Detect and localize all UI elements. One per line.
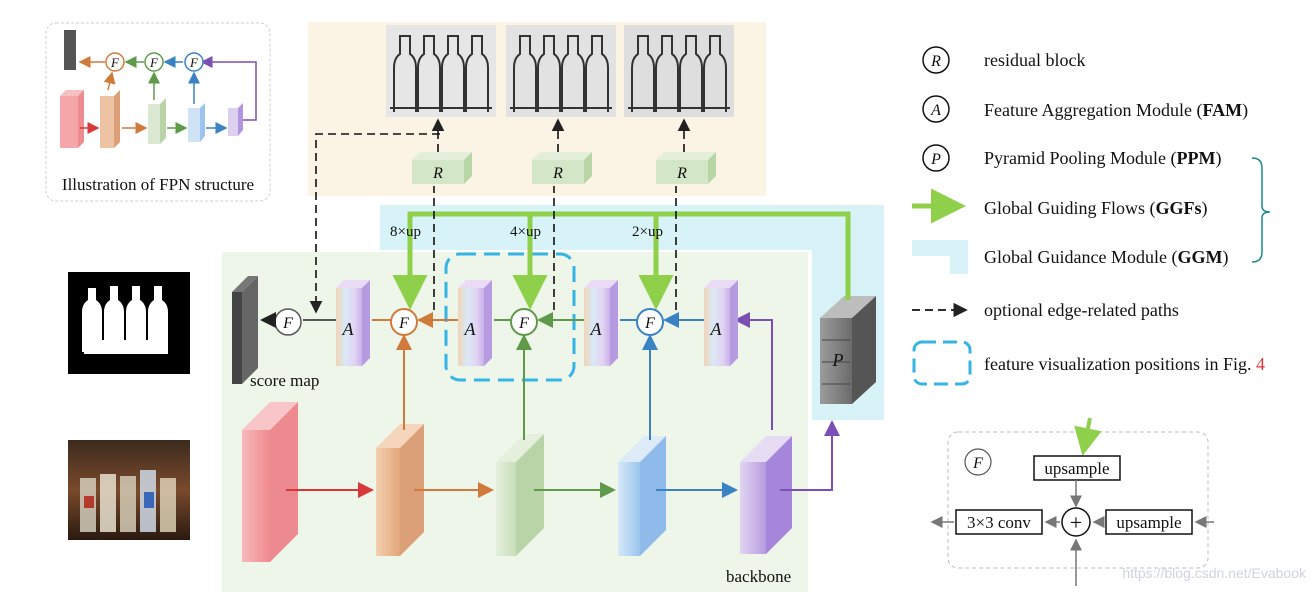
global-guiding-flows — [392, 211, 851, 310]
backbone-block-5 — [740, 436, 792, 554]
legend-fam-symbol: A — [930, 102, 941, 119]
label-4x-up: 4×up — [510, 224, 541, 240]
legend-ggf: Global Guiding Flows (GGFs) — [912, 188, 1208, 224]
fam-block-3: A — [584, 280, 618, 366]
fusion-detail-box: F upsample + upsample 3×3 conv — [930, 417, 1214, 586]
fpn-node-f2: F — [149, 55, 159, 70]
fuse-node-3: F — [636, 308, 664, 336]
fpn-node-f3: F — [189, 55, 199, 70]
fusion-symbol: F — [972, 455, 983, 472]
legend-residual: R residual block — [922, 46, 1085, 74]
legend-fam: A Feature Aggregation Module (FAM) — [922, 95, 1248, 123]
fam-symbol: A — [710, 319, 723, 339]
fam-block-1: A — [336, 280, 370, 366]
fuse-node-1: F — [390, 308, 418, 336]
residual-block-3: R — [656, 152, 716, 184]
legend-vis: feature visualization positions in Fig. … — [912, 340, 1265, 386]
score-map — [232, 276, 258, 384]
residual-symbol: R — [552, 165, 563, 182]
fusion-upsample-top: upsample — [1044, 459, 1109, 478]
legend-residual-text: residual block — [984, 50, 1085, 70]
ppm-symbol: P — [832, 350, 844, 370]
legend-ggm-text: Global Guidance Module (GGM) — [984, 247, 1228, 268]
legend-ppm-text: Pyramid Pooling Module (PPM) — [984, 148, 1221, 169]
watermark: https://blog.csdn.net/Evabook — [1122, 565, 1307, 581]
legend-bracket — [1251, 157, 1271, 263]
fpn-node-f1: F — [110, 55, 120, 70]
fuse-node-2: F — [510, 308, 538, 336]
fusion-conv: 3×3 conv — [967, 513, 1031, 532]
edge-output-maps — [386, 25, 734, 117]
fuse-symbol: F — [644, 315, 655, 332]
label-score-map: score map — [250, 371, 319, 390]
edge-paths — [309, 118, 691, 314]
input-photo — [68, 440, 190, 540]
legend-ppm: P Pyramid Pooling Module (PPM) — [922, 144, 1221, 172]
legend-residual-symbol: R — [930, 53, 941, 70]
fusion-upsample-right: upsample — [1116, 513, 1181, 532]
fpn-caption: Illustration of FPN structure — [62, 175, 254, 194]
legend: R residual block A Feature Aggregation M… — [912, 46, 1271, 386]
residual-block-1: R — [412, 152, 472, 184]
arrow-bb-ppm — [780, 420, 840, 491]
fpn-inset: F F F Illustration of FPN structure — [45, 22, 271, 202]
fusion-plus: + — [1070, 510, 1082, 535]
residual-symbol: R — [676, 165, 687, 182]
legend-edge: optional edge-related paths — [912, 300, 1179, 320]
residual-block-2: R — [532, 152, 592, 184]
legend-edge-text: optional edge-related paths — [984, 300, 1179, 320]
legend-ppm-symbol: P — [930, 151, 941, 168]
legend-fam-text: Feature Aggregation Module (FAM) — [984, 100, 1248, 121]
fuse-node-score: F — [274, 308, 302, 336]
arrow-lateral-5 — [734, 312, 773, 430]
ppm-block: P — [820, 296, 876, 404]
legend-ggm: Global Guidance Module (GGM) — [912, 240, 1228, 274]
legend-ggf-text: Global Guiding Flows (GGFs) — [984, 198, 1208, 219]
label-2x-up: 2×up — [632, 224, 663, 240]
ground-truth-image — [68, 272, 190, 374]
label-8x-up: 8×up — [390, 224, 421, 240]
fam-symbol: A — [590, 319, 603, 339]
fam-symbol: A — [342, 319, 355, 339]
backbone-block-4 — [618, 436, 666, 556]
fam-symbol: A — [464, 319, 477, 339]
fuse-symbol: F — [282, 315, 293, 332]
backbone-block-3 — [496, 434, 544, 556]
feature-vis-box — [444, 252, 576, 382]
residual-symbol: R — [432, 165, 443, 182]
backbone-block-1 — [242, 402, 298, 562]
backbone-block-2 — [376, 424, 424, 556]
fam-block-2: A — [458, 280, 492, 366]
fuse-symbol: F — [518, 315, 529, 332]
fam-block-4: A — [704, 280, 738, 366]
legend-vis-text: feature visualization positions in Fig. … — [984, 354, 1265, 374]
label-backbone: backbone — [726, 567, 791, 586]
fuse-symbol: F — [398, 315, 409, 332]
